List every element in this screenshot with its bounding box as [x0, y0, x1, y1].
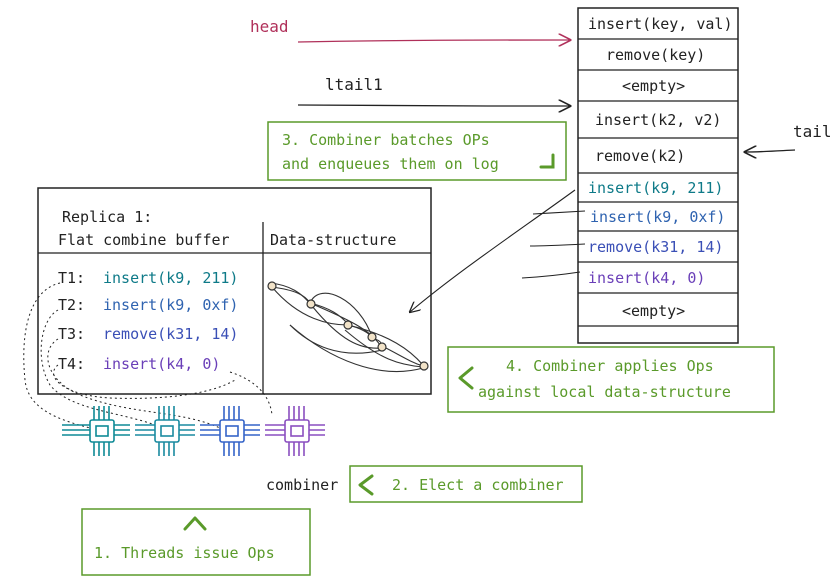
step2-text: 2. Elect a combiner — [392, 476, 564, 494]
step4-line2: against local data-structure — [478, 383, 731, 401]
step3-line1: 3. Combiner batches OPs — [282, 131, 490, 149]
tail-arrow — [745, 150, 796, 152]
ltail-label: ltail1 — [325, 75, 383, 94]
log-to-replica-lines — [410, 189, 586, 312]
buffer-header: Flat combine buffer — [58, 231, 230, 249]
thread-op: remove(k31, 14) — [103, 325, 238, 343]
thread-label: T2: — [58, 296, 85, 314]
log-entry: insert(k2, v2) — [595, 111, 721, 129]
ds-header: Data-structure — [270, 231, 396, 249]
thread-label: T1: — [58, 269, 85, 287]
cpu-chip-icon — [200, 406, 260, 456]
log-entry: insert(k4, 0) — [588, 269, 705, 287]
step4-callout: 4. Combiner applies Ops against local da… — [447, 346, 775, 413]
log-entry: remove(k2) — [595, 147, 685, 165]
step4-chevron-icon — [458, 366, 474, 390]
thread-op: insert(k4, 0) — [103, 355, 220, 373]
step1-callout: 1. Threads issue Ops — [81, 508, 311, 576]
combiner-label: combiner — [266, 476, 338, 494]
thread-label: T3: — [58, 325, 85, 343]
cpu-chip-icon — [265, 406, 325, 456]
shared-log: insert(key, val) remove(key) <empty> ins… — [577, 7, 739, 344]
tail-label: tail — [793, 122, 832, 141]
replica-title: Replica 1: — [62, 208, 152, 226]
step4-line1: 4. Combiner applies Ops — [506, 357, 714, 375]
replica-panel: Replica 1: Flat combine buffer Data-stru… — [37, 187, 432, 395]
log-entry: remove(key) — [606, 46, 705, 64]
step1-chevron-icon — [183, 516, 207, 531]
ltail-arrow — [297, 105, 570, 106]
thread-to-cpu-lines — [23, 282, 273, 429]
log-entry: insert(k9, 0xf) — [590, 208, 725, 226]
step1-text: 1. Threads issue Ops — [94, 544, 275, 562]
cpu-chip-icon — [135, 406, 195, 456]
step3-arrow-icon — [539, 153, 555, 169]
step3-line2: and enqueues them on log — [282, 155, 499, 173]
log-entry: insert(key, val) — [588, 15, 733, 33]
step3-callout: 3. Combiner batches OPs and enqueues the… — [267, 121, 567, 181]
log-entry: <empty> — [622, 77, 685, 95]
cpu-chip-icon — [62, 406, 130, 456]
log-entry: insert(k9, 211) — [588, 179, 723, 197]
step2-chevron-icon — [358, 474, 374, 496]
head-arrow — [297, 40, 570, 42]
thread-label: T4: — [58, 355, 85, 373]
log-entry: <empty> — [622, 302, 685, 320]
thread-op: insert(k9, 211) — [103, 269, 238, 287]
log-entry: remove(k31, 14) — [588, 238, 723, 256]
graph-nodes — [267, 281, 429, 371]
head-label: head — [250, 17, 289, 36]
step2-callout: 2. Elect a combiner — [349, 465, 583, 503]
thread-op: insert(k9, 0xf) — [103, 296, 238, 314]
